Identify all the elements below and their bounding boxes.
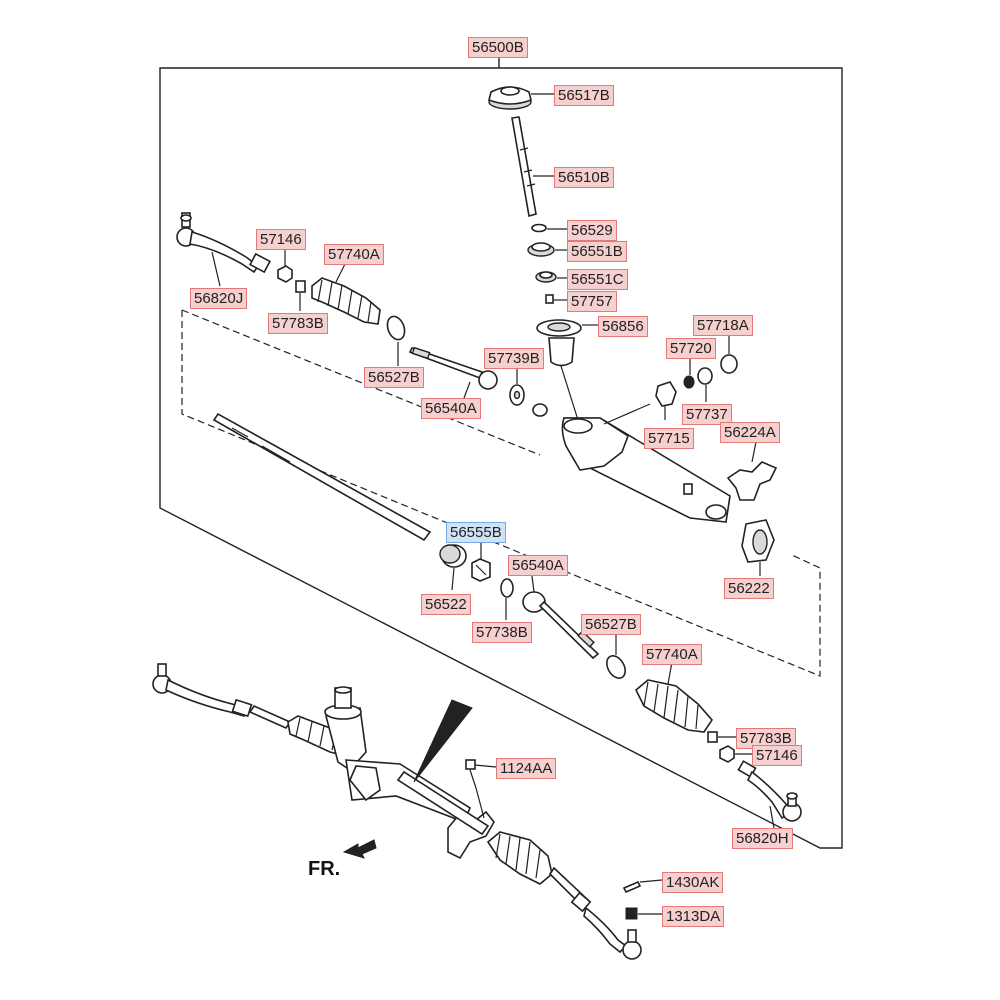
part-small-spring-ring: [532, 403, 548, 417]
part-57783b-clip[interactable]: [295, 280, 306, 293]
part-label-57783b[interactable]: 57783B: [736, 728, 796, 749]
part-label-56540a[interactable]: 56540A: [508, 555, 568, 576]
part-56551c-bearing[interactable]: [535, 271, 557, 283]
part-1313da-nut[interactable]: [625, 907, 638, 920]
part-57146-nut-right[interactable]: [719, 745, 735, 763]
part-label-57718a[interactable]: 57718A: [693, 315, 753, 336]
part-57740a-bellows-boot[interactable]: [311, 277, 381, 325]
part-label-56527b[interactable]: 56527B: [581, 614, 641, 635]
part-56222-mount-bushing[interactable]: [741, 519, 775, 563]
part-label-56551b[interactable]: 56551B: [567, 241, 627, 262]
assembly-frame: [159, 56, 843, 849]
part-label-57146[interactable]: 57146: [752, 745, 802, 766]
part-label-56820j[interactable]: 56820J: [190, 288, 248, 309]
part-label-57738b[interactable]: 57738B: [472, 622, 532, 643]
part-label-57715[interactable]: 57715: [644, 428, 694, 449]
part-56540a-inner-tie-rod-right[interactable]: [522, 591, 600, 660]
assembly-pointer-wedge: [413, 699, 473, 783]
part-56224a-mounting-bracket[interactable]: [726, 461, 778, 501]
part-56540a-inner-tie-rod[interactable]: [408, 346, 498, 390]
part-label-57739b[interactable]: 57739B: [484, 348, 544, 369]
part-56517b-cap[interactable]: [488, 86, 532, 110]
part-label-57740a[interactable]: 57740A: [324, 244, 384, 265]
part-1430ak-clip[interactable]: [622, 880, 642, 894]
part-label-1124aa[interactable]: 1124AA: [496, 758, 557, 779]
part-56555b-rack-bushing[interactable]: [471, 558, 491, 582]
part-57737-ring[interactable]: [697, 367, 713, 385]
part-56527b-clamp-right[interactable]: [603, 653, 629, 682]
part-1124aa-bolt[interactable]: [465, 759, 497, 819]
part-label-56856[interactable]: 56856: [598, 316, 648, 337]
part-label-56527b[interactable]: 56527B: [364, 367, 424, 388]
part-57146-nut[interactable]: [277, 265, 293, 283]
part-label-57737[interactable]: 57737: [682, 404, 732, 425]
part-label-1313da[interactable]: 1313DA: [662, 906, 725, 927]
part-label-56224a[interactable]: 56224A: [720, 422, 780, 443]
part-rack-bar: [212, 412, 432, 542]
part-57740a-bellows-boot-right[interactable]: [635, 679, 714, 733]
part-label-56555b[interactable]: 56555B: [446, 522, 506, 543]
part-56510b-pinion-shaft[interactable]: [511, 116, 537, 218]
part-57738b-ring[interactable]: [500, 578, 514, 598]
part-label-57757[interactable]: 57757: [567, 291, 617, 312]
part-label-57720[interactable]: 57720: [666, 338, 716, 359]
part-label-56529[interactable]: 56529: [567, 220, 617, 241]
part-label-56517b[interactable]: 56517B: [554, 85, 614, 106]
part-56527b-clamp[interactable]: [384, 314, 407, 342]
part-label-57740a[interactable]: 57740A: [642, 644, 702, 665]
dashed-subassembly-outline: [181, 309, 821, 677]
part-label-57783b[interactable]: 57783B: [268, 313, 328, 334]
part-56820h-tie-rod-end[interactable]: [737, 760, 802, 822]
assembled-steering-rack: [152, 663, 642, 960]
part-56856-housing-cover[interactable]: [536, 319, 582, 367]
part-label-1430ak[interactable]: 1430AK: [662, 872, 724, 893]
front-indicator: FR.: [308, 858, 341, 880]
part-57720-spring[interactable]: [683, 375, 695, 389]
part-label-56540a[interactable]: 56540A: [421, 398, 481, 419]
front-direction-arrow-icon: [342, 839, 377, 859]
part-57757-pin[interactable]: [545, 294, 554, 304]
part-57783b-clip-right[interactable]: [707, 731, 718, 743]
part-57739b-washer[interactable]: [509, 384, 525, 406]
part-gear-housing: [561, 417, 731, 523]
part-56529-washer[interactable]: [531, 223, 547, 233]
part-57718a-snap-ring[interactable]: [720, 354, 738, 374]
part-label-56500b[interactable]: 56500B: [468, 37, 528, 58]
part-label-56222[interactable]: 56222: [724, 578, 774, 599]
part-56522-bushing[interactable]: [439, 544, 467, 568]
part-56820j-tie-rod-end[interactable]: [176, 212, 271, 274]
part-label-56510b[interactable]: 56510B: [554, 167, 614, 188]
part-56551b-bearing[interactable]: [527, 242, 555, 257]
part-label-56551c[interactable]: 56551C: [567, 269, 628, 290]
part-label-57146[interactable]: 57146: [256, 229, 306, 250]
part-57715-plug[interactable]: [655, 381, 677, 407]
part-label-56820h[interactable]: 56820H: [732, 828, 793, 849]
part-label-56522[interactable]: 56522: [421, 594, 471, 615]
